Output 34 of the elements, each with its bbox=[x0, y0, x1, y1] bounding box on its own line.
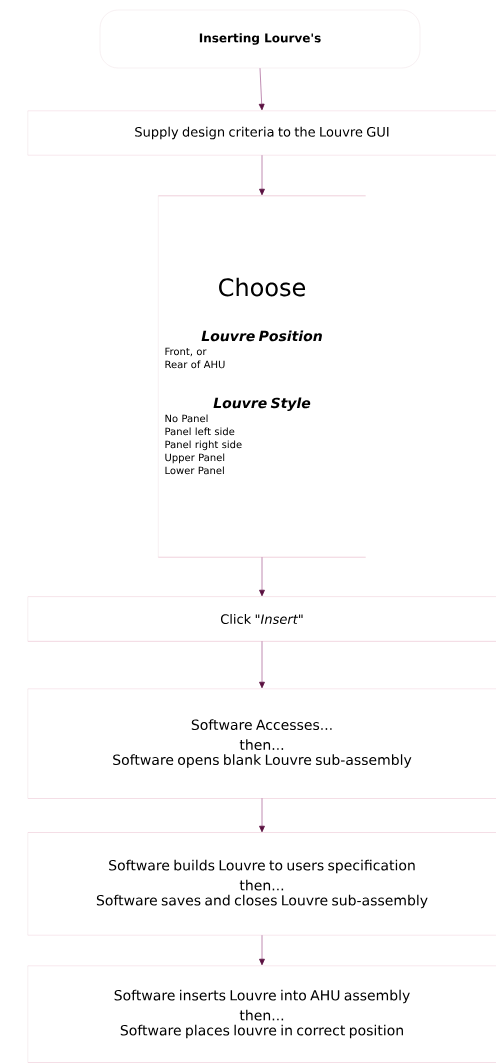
arrow bbox=[259, 154, 265, 196]
step-text: Software builds Louvre to users specification bbox=[109, 859, 415, 874]
step-text: Software Accesses... bbox=[191, 719, 332, 731]
step-text: Software inserts Louvre into AHU assembly bbox=[114, 989, 410, 1004]
arrow bbox=[259, 934, 265, 966]
choice-panel bbox=[158, 195, 366, 558]
option-text: Upper Panel bbox=[165, 453, 225, 464]
subheading: Louvre Style bbox=[213, 397, 311, 412]
arrow bbox=[259, 797, 265, 833]
subheading: Louvre Position bbox=[201, 330, 322, 342]
step-text: then... bbox=[239, 1009, 284, 1021]
option-text: No Panel bbox=[165, 414, 208, 423]
heading: Choose bbox=[219, 277, 306, 297]
step-text: then... bbox=[239, 739, 284, 751]
process-band bbox=[27, 965, 496, 1063]
option-text: Panel left side bbox=[165, 427, 235, 436]
step-text: Click "Insert" bbox=[220, 613, 303, 625]
start-box bbox=[99, 9, 421, 69]
option-text: Lower Panel bbox=[165, 466, 224, 475]
option-text: Rear of AHU bbox=[165, 360, 225, 369]
option-text: Panel right side bbox=[165, 440, 242, 451]
option-text: Front, or bbox=[165, 347, 207, 357]
arrow bbox=[259, 640, 265, 689]
arrow bbox=[259, 556, 265, 597]
step-text: then... bbox=[239, 879, 284, 891]
process-band bbox=[27, 688, 496, 799]
step-text: Supply design criteria to the Louvre GUI bbox=[135, 126, 389, 140]
process-band bbox=[27, 596, 496, 642]
arrow bbox=[258, 67, 265, 111]
title: Inserting Lourve's bbox=[199, 33, 321, 45]
step-text: Software places louvre in correct position bbox=[120, 1024, 403, 1039]
step-text: Software opens blank Louvre sub-assembly bbox=[113, 754, 412, 768]
process-band bbox=[27, 832, 496, 936]
step-text: Software saves and closes Louvre sub-assembly bbox=[96, 894, 428, 909]
